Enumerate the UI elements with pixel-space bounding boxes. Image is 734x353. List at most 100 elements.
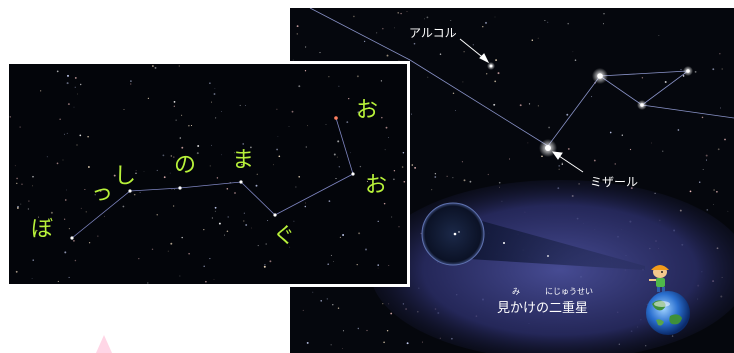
background-star	[411, 113, 412, 115]
background-star	[63, 133, 66, 135]
background-star	[188, 125, 190, 127]
background-star	[167, 250, 169, 252]
background-star	[641, 77, 644, 79]
background-star	[388, 264, 390, 266]
background-star	[426, 16, 429, 19]
background-star	[694, 71, 697, 73]
kana-ma: ま	[232, 148, 255, 173]
background-star	[319, 52, 321, 54]
background-star	[403, 180, 406, 183]
background-star	[76, 144, 78, 146]
background-star	[494, 80, 497, 83]
background-star	[32, 259, 34, 261]
background-star	[335, 177, 337, 180]
background-star	[406, 11, 408, 12]
background-star	[67, 74, 69, 77]
background-star	[567, 22, 569, 25]
background-star	[179, 137, 182, 139]
background-star	[384, 149, 386, 151]
background-star	[214, 210, 216, 212]
background-star	[214, 87, 216, 89]
background-star	[434, 176, 437, 178]
background-star	[431, 189, 433, 191]
background-star	[357, 327, 360, 330]
background-star	[320, 300, 322, 302]
background-star	[558, 168, 560, 170]
background-star	[385, 126, 388, 129]
background-star	[154, 66, 157, 69]
background-star	[365, 248, 367, 251]
background-star	[359, 165, 362, 168]
background-star	[482, 26, 484, 28]
background-star	[72, 239, 75, 242]
background-star	[394, 27, 395, 29]
background-star	[16, 182, 18, 184]
background-star	[393, 178, 395, 181]
character-icon	[649, 265, 669, 292]
background-star	[330, 344, 332, 346]
background-star	[377, 267, 379, 269]
background-star	[74, 259, 77, 262]
background-star	[486, 73, 488, 75]
background-star	[197, 145, 200, 147]
background-star	[156, 214, 158, 216]
background-star	[463, 51, 465, 53]
background-star	[27, 208, 30, 210]
background-star	[242, 143, 244, 145]
background-star	[603, 13, 605, 15]
background-star	[122, 205, 125, 208]
background-star	[57, 280, 59, 282]
background-star	[152, 65, 154, 67]
background-star	[243, 212, 245, 214]
background-star	[337, 307, 340, 309]
background-star	[143, 171, 145, 173]
background-star	[293, 220, 295, 222]
background-star	[339, 236, 341, 238]
background-star	[211, 217, 214, 219]
background-star	[342, 330, 345, 332]
background-star	[151, 248, 154, 250]
background-star	[356, 75, 359, 78]
background-star	[28, 200, 30, 202]
kana-o-top: お	[356, 98, 379, 123]
background-star	[446, 175, 448, 177]
background-star	[64, 218, 66, 220]
dipper-stars	[487, 62, 693, 157]
background-star	[218, 222, 221, 225]
background-star	[74, 76, 77, 79]
background-star	[312, 291, 314, 293]
background-star	[338, 85, 340, 87]
background-star	[452, 32, 454, 34]
background-star	[79, 83, 82, 86]
background-star	[74, 86, 76, 88]
background-star	[172, 205, 175, 207]
background-star	[357, 111, 360, 114]
background-star	[677, 129, 680, 131]
background-star	[269, 260, 272, 263]
background-star	[210, 101, 212, 103]
background-star	[288, 125, 290, 127]
background-star	[397, 12, 399, 14]
background-star	[337, 140, 340, 143]
background-star	[452, 177, 454, 179]
background-star	[80, 207, 82, 209]
background-star	[439, 53, 442, 55]
background-star	[325, 124, 327, 125]
background-star	[156, 169, 158, 171]
background-star	[706, 209, 709, 211]
background-star	[97, 235, 99, 237]
background-star	[519, 104, 522, 107]
background-star	[450, 20, 452, 21]
background-star	[527, 142, 529, 144]
background-star	[15, 270, 18, 273]
background-star	[333, 153, 336, 156]
background-star	[85, 211, 87, 213]
background-star	[9, 116, 11, 118]
background-star	[381, 116, 383, 119]
background-star	[243, 220, 245, 222]
background-star	[171, 188, 173, 190]
background-star	[366, 180, 368, 182]
background-star	[181, 114, 183, 116]
background-star	[196, 152, 199, 155]
background-star	[267, 219, 269, 222]
